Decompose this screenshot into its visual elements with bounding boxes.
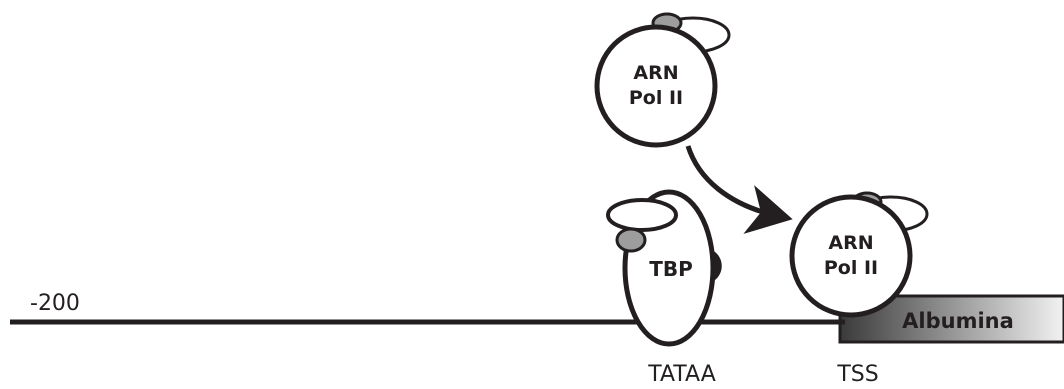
pol-free-label-line2: Pol II — [629, 87, 683, 109]
pol-free-circle — [594, 24, 718, 148]
tbp-white-subunit — [606, 198, 678, 232]
tbp-gray-subunit — [615, 227, 647, 253]
rna-pol-ii-bound: ARN Pol II — [789, 191, 929, 318]
pol-bound-circle — [789, 194, 913, 318]
pol-bound-label-line1: ARN — [828, 232, 873, 254]
tbp-complex: TBP — [606, 189, 722, 347]
tss-label: TSS — [836, 362, 878, 387]
gene-label: Albumina — [902, 309, 1014, 333]
pol-bound-label-line2: Pol II — [824, 257, 878, 279]
recruitment-arrow — [685, 145, 793, 234]
position-label: -200 — [30, 291, 80, 316]
tbp-label: TBP — [649, 257, 693, 281]
rna-pol-ii-free: ARN Pol II — [594, 12, 731, 148]
pol-free-label-line1: ARN — [633, 62, 678, 84]
tataa-label: TATAA — [647, 362, 716, 387]
